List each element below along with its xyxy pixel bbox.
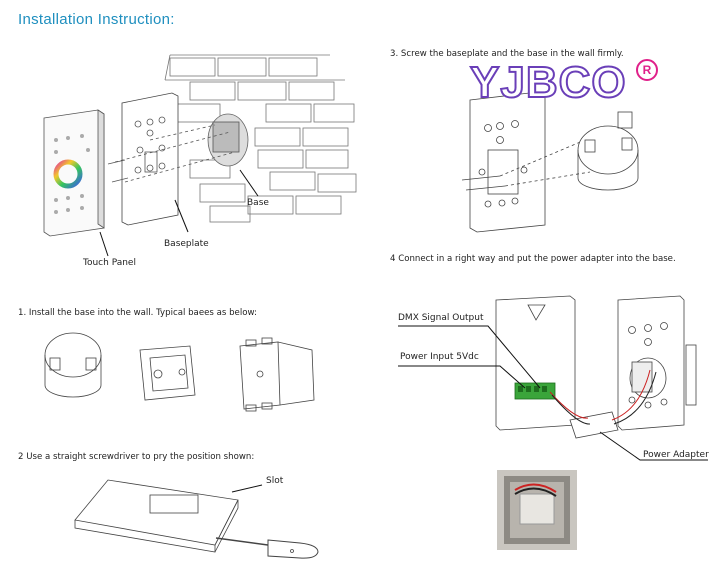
label-touch-panel: Touch Panel (83, 258, 136, 268)
step1-bases (44, 332, 315, 412)
slot-pointer (231, 484, 263, 493)
base-pointer (239, 169, 259, 197)
baseplate-pointer (174, 199, 189, 233)
color-wheel-icon (53, 159, 83, 189)
power-input-pointer (398, 365, 526, 389)
registered-mark: R (636, 59, 658, 81)
brand-watermark: YJBCO (469, 57, 627, 108)
base-photo (497, 470, 577, 550)
label-base: Base (247, 198, 269, 208)
brick-wall (164, 54, 357, 223)
registered-label: R (642, 63, 652, 77)
label-dmx-signal-output: DMX Signal Output (398, 313, 484, 323)
step3-assembly (461, 91, 639, 233)
step-4-text: 4 Connect in a right way and put the pow… (390, 254, 676, 264)
step4-wiring (495, 295, 697, 439)
step2-pry (74, 479, 319, 559)
step-3-text: 3. Screw the baseplate and the base in t… (390, 49, 624, 59)
step-2-text: 2 Use a straight screwdriver to pry the … (18, 452, 255, 462)
wires (549, 369, 657, 425)
page-title: Installation Instruction: (18, 11, 175, 28)
terminal-block (514, 382, 556, 400)
label-slot: Slot (266, 476, 284, 486)
power-adapter-pointer (599, 431, 708, 461)
brand-text: YJBCO (469, 57, 627, 108)
step-1-text: 1. Install the base into the wall. Typic… (18, 308, 257, 318)
label-power-input: Power Input 5Vdc (400, 352, 479, 362)
label-power-adapter: Power Adapter (643, 450, 709, 460)
dmx-pointer (398, 325, 541, 389)
touch-panel-pointer (99, 231, 109, 257)
label-baseplate: Baseplate (164, 239, 209, 249)
